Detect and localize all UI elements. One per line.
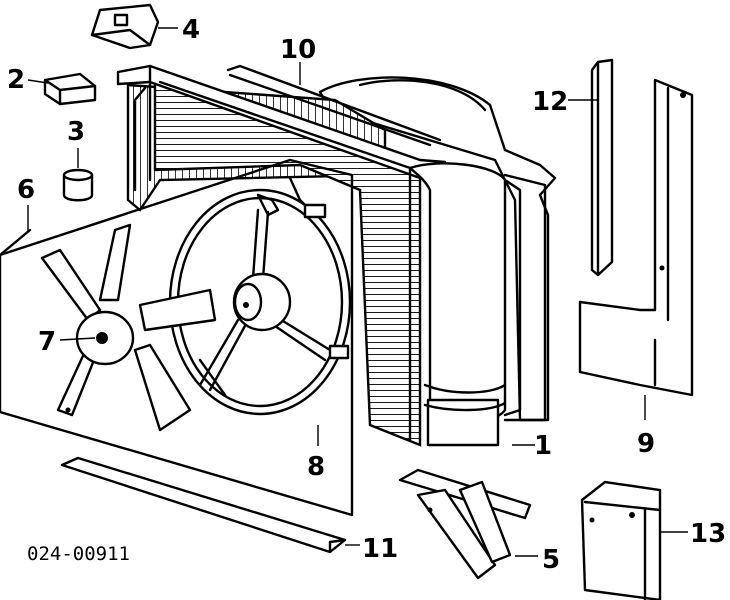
part-number-label: 024-00911 <box>27 543 130 565</box>
fan-subassembly-outline <box>0 158 354 517</box>
callout-2: 2 <box>7 65 25 95</box>
grommet-part-3 <box>62 168 94 202</box>
fan-blade <box>40 223 217 432</box>
callout-7: 7 <box>38 327 56 357</box>
fan-ring <box>168 176 352 416</box>
lower-bracket-part-5 <box>398 468 532 580</box>
callout-10: 10 <box>280 35 316 65</box>
seal-strip-part-11 <box>60 456 347 554</box>
callout-4: 4 <box>182 15 200 45</box>
callout-13: 13 <box>690 519 726 549</box>
callout-1: 1 <box>534 431 552 461</box>
callout-12: 12 <box>532 87 568 117</box>
rubber-mount-part-2 <box>43 72 97 106</box>
callout-11: 11 <box>362 534 398 564</box>
callout-8: 8 <box>307 452 325 482</box>
side-strip-part-12 <box>590 58 614 277</box>
radiator-assembly <box>116 64 557 447</box>
callout-5: 5 <box>542 545 560 575</box>
radiator-core <box>153 78 422 447</box>
side-plate-part-9 <box>578 78 694 397</box>
callout-6: 6 <box>17 175 35 205</box>
module-box-part-13 <box>580 480 662 600</box>
callout-labels: 1 2 3 4 5 6 7 8 9 10 11 12 13 024-00911 <box>7 15 726 575</box>
callout-9: 9 <box>637 429 655 459</box>
leader-lines <box>27 27 688 557</box>
bracket-clip-part-4 <box>90 3 160 50</box>
callout-3: 3 <box>67 117 85 147</box>
